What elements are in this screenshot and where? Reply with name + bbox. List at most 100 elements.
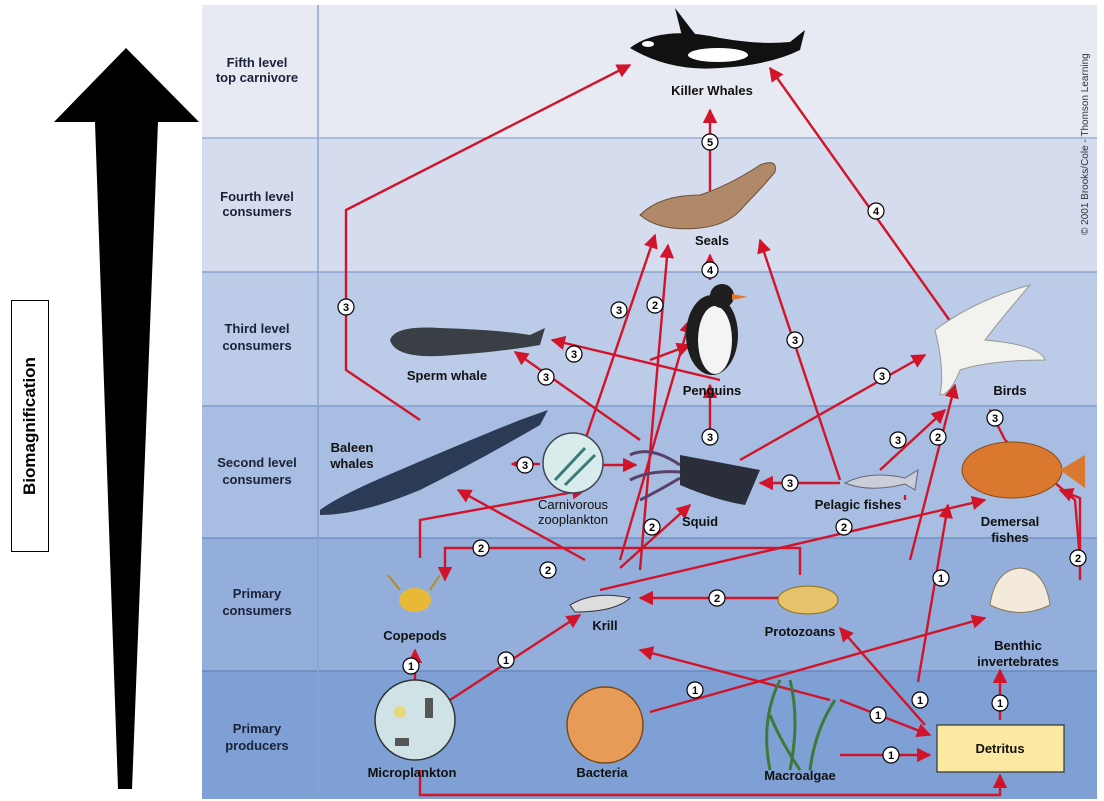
link-circle: 3 [611,302,627,318]
svg-text:2: 2 [649,522,655,534]
svg-text:3: 3 [543,372,549,384]
svg-text:4: 4 [873,206,880,218]
level-third-line1: Third level [224,321,289,336]
link-circle: 2 [930,429,946,445]
link-circle: 2 [473,540,489,556]
link-circle: 1 [870,707,886,723]
label-zooplankton-2: zooplankton [538,512,608,527]
svg-text:2: 2 [714,593,720,605]
label-copepods: Copepods [383,628,447,643]
link-circle: 2 [540,562,556,578]
link-circle: 3 [566,346,582,362]
biomagnification-label: Biomagnification [20,357,40,495]
label-macroalgae: Macroalgae [764,768,836,783]
label-pelagic-fishes: Pelagic fishes [815,497,902,512]
svg-text:3: 3 [787,478,793,490]
svg-text:3: 3 [792,335,798,347]
protozoan-icon [778,586,838,614]
link-circle: 5 [702,134,718,150]
svg-text:2: 2 [545,565,551,577]
svg-text:2: 2 [478,543,484,555]
link-circle: 2 [1070,550,1086,566]
svg-text:1: 1 [938,573,944,585]
label-squid: Squid [682,514,718,529]
link-circle: 3 [874,368,890,384]
link-circle: 1 [687,682,703,698]
svg-text:3: 3 [571,349,577,361]
svg-text:5: 5 [707,137,713,149]
label-detritus: Detritus [975,741,1024,756]
link-circle: 4 [702,262,718,278]
copyright-text: © 2001 Brooks/Cole - Thomson Learning [1080,53,1091,235]
label-demersal-1: Demersal [981,514,1040,529]
level-bands [202,5,1097,799]
svg-text:2: 2 [841,522,847,534]
link-circle: 1 [992,695,1008,711]
link-circle: 2 [644,519,660,535]
level-primary-consumers-line1: Primary [233,586,282,601]
link-circle: 3 [987,410,1003,426]
svg-text:3: 3 [895,435,901,447]
link-circle: 4 [868,203,884,219]
level-second-line1: Second level [217,455,296,470]
svg-text:2: 2 [1075,553,1081,565]
link-circle: 1 [912,692,928,708]
link-circle: 3 [890,432,906,448]
band-fifth-level [202,5,1097,138]
label-benthic-1: Benthic [994,638,1042,653]
svg-text:3: 3 [707,432,713,444]
svg-text:4: 4 [707,265,714,277]
svg-text:1: 1 [692,685,698,697]
svg-text:2: 2 [652,300,658,312]
link-circle: 2 [836,519,852,535]
level-producers-line2: producers [225,738,289,753]
microplankton-icon [375,680,455,760]
label-protozoans: Protozoans [765,624,836,639]
level-primary-consumers-line2: consumers [222,603,291,618]
level-second-line2: consumers [222,472,291,487]
level-fifth-line1: Fifth level [227,55,288,70]
label-penguins: Penguins [683,383,742,398]
big-up-arrow-shape [54,48,199,789]
label-killer-whales: Killer Whales [671,83,753,98]
svg-text:1: 1 [875,710,881,722]
link-circle: 2 [709,590,725,606]
biomagnification-label-box: Biomagnification [11,300,49,552]
link-circle: 3 [338,299,354,315]
level-third-line2: consumers [222,338,291,353]
svg-text:3: 3 [992,413,998,425]
bacteria-icon [567,687,643,763]
svg-text:3: 3 [522,460,528,472]
label-birds: Birds [993,383,1026,398]
svg-text:3: 3 [343,302,349,314]
link-circle: 1 [933,570,949,586]
link-circle: 3 [702,429,718,445]
link-circle: 3 [787,332,803,348]
zooplankton-icon [543,433,603,493]
level-fourth-line1: Fourth level [220,189,294,204]
link-circle: 3 [517,457,533,473]
link-circle: 2 [647,297,663,313]
svg-text:1: 1 [997,698,1003,710]
svg-text:3: 3 [879,371,885,383]
label-baleen-2: whales [329,456,373,471]
link-circle: 3 [538,369,554,385]
svg-text:1: 1 [503,655,509,667]
svg-text:2: 2 [935,432,941,444]
band-primary-consumers [202,538,1097,671]
label-krill: Krill [592,618,617,633]
link-circle: 1 [498,652,514,668]
label-demersal-2: fishes [991,530,1029,545]
label-bacteria: Bacteria [576,765,628,780]
level-fourth-line2: consumers [222,204,291,219]
level-fifth-line2: top carnivore [216,70,298,85]
label-sperm-whale: Sperm whale [407,368,487,383]
level-producers-line1: Primary [233,721,282,736]
svg-text:3: 3 [616,305,622,317]
food-web-diagram: Fifth level top carnivore Fourth level c… [200,0,1100,801]
svg-text:1: 1 [888,750,894,762]
label-zooplankton-1: Carnivorous [538,497,609,512]
link-circle: 1 [883,747,899,763]
label-seals: Seals [695,233,729,248]
label-benthic-2: invertebrates [977,654,1059,669]
